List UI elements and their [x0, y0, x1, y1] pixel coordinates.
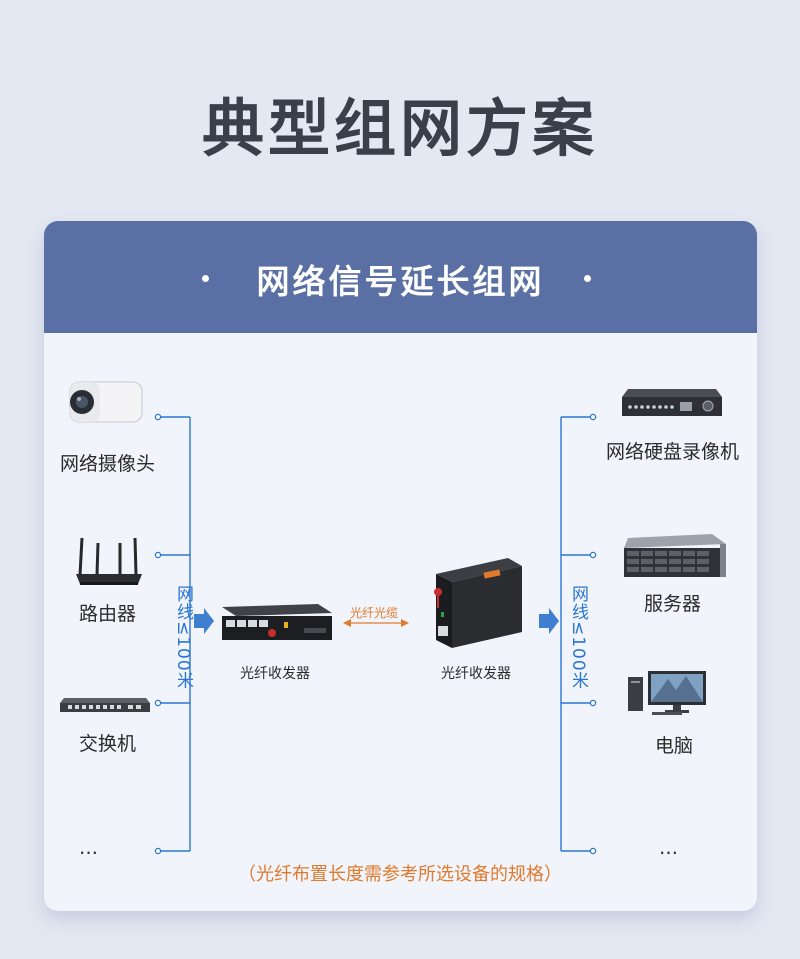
right-device-label-server: 服务器: [644, 593, 702, 615]
right-node-dot: [589, 413, 597, 421]
fiber-double-arrow: [343, 619, 409, 627]
left-device-label-switch: 交换机: [79, 733, 137, 755]
right-node-dot: [589, 551, 597, 559]
cable-length-label-right: 网线≤100米: [568, 585, 588, 690]
left-node-dot: [154, 551, 162, 559]
right-device-label-nvr: 网络硬盘录像机: [606, 441, 740, 463]
right-bracket: [560, 416, 593, 852]
left-node-dot: [154, 413, 162, 421]
computer-icon: [628, 671, 706, 715]
cable-length-label-left: 网线≤100米: [173, 585, 193, 690]
left-device-label-more: …: [79, 837, 98, 859]
nvr-icon: [622, 389, 722, 416]
left-bracket: [158, 416, 191, 852]
converter-label-left: 光纤收发器: [240, 666, 310, 682]
fiber-converter-icon: [434, 558, 522, 648]
flow-arrow-right: [539, 608, 559, 634]
right-device-label-more: …: [659, 837, 678, 859]
header-dot-right: [584, 275, 591, 282]
right-device-label-computer: 电脑: [655, 735, 694, 757]
card-header: 网络信号延长组网: [44, 221, 757, 333]
converter-label-right: 光纤收发器: [441, 666, 511, 682]
router-icon: [76, 537, 142, 585]
right-node-dot: [589, 699, 597, 707]
server-icon: [624, 534, 726, 577]
left-device-label-router: 路由器: [79, 603, 137, 625]
left-device-label-camera: 网络摄像头: [60, 453, 156, 475]
card-title: 网络信号延长组网: [256, 262, 545, 301]
flow-arrow-left: [194, 608, 214, 634]
switch-icon: [60, 698, 150, 712]
fiber-converter-icon: [222, 604, 332, 640]
page-title: 典型组网方案: [201, 92, 598, 165]
right-node-dot: [589, 847, 597, 855]
header-dot-left: [202, 275, 209, 282]
ip-camera-icon: [69, 381, 143, 423]
fiber-length-note: （光纤布置长度需参考所选设备的规格）: [238, 864, 562, 885]
left-node-dot: [154, 699, 162, 707]
fiber-cable-label: 光纤光缆: [350, 606, 399, 620]
left-node-dot: [154, 847, 162, 855]
